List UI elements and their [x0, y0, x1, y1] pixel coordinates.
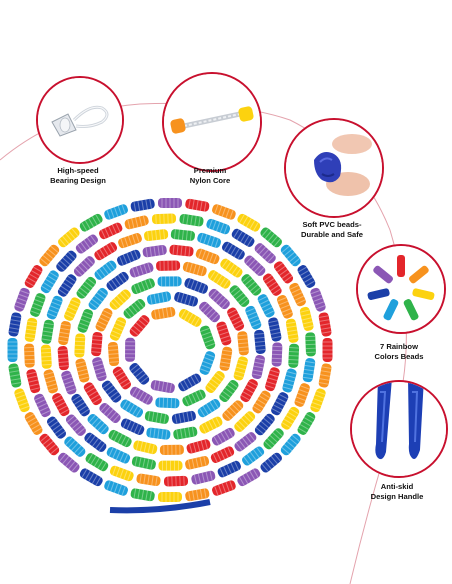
label-line-2: Colors Beads — [374, 352, 424, 361]
jump-rope-coil — [7, 198, 333, 514]
feature-label: Premium Nylon Core — [162, 166, 258, 186]
nylon-core-icon — [162, 72, 262, 172]
bearing-handle-icon — [36, 76, 124, 164]
feature-label: Anti-skid Design Handle — [350, 482, 444, 502]
label-line-2: Nylon Core — [189, 176, 231, 185]
label-line-1: Soft PVC beads- — [302, 220, 362, 229]
handle-icon — [350, 380, 448, 478]
label-line-2: Bearing Design — [50, 176, 106, 185]
label-line-2: Durable and Safe — [300, 230, 364, 239]
feature-label: Soft PVC beads- Durable and Safe — [284, 220, 380, 240]
pvc-bead-icon — [284, 118, 384, 218]
label-line-1: 7 Rainbow — [380, 342, 418, 351]
label-line-2: Design Handle — [370, 492, 424, 501]
feature-label: 7 Rainbow Colors Beads — [356, 342, 442, 362]
rainbow-beads-icon — [356, 244, 446, 334]
label-line-1: High-speed — [57, 166, 99, 175]
feature-label: High-speed Bearing Design — [36, 166, 120, 186]
label-line-1: Anti-skid — [380, 482, 414, 491]
label-line-1: Premium — [193, 166, 227, 175]
